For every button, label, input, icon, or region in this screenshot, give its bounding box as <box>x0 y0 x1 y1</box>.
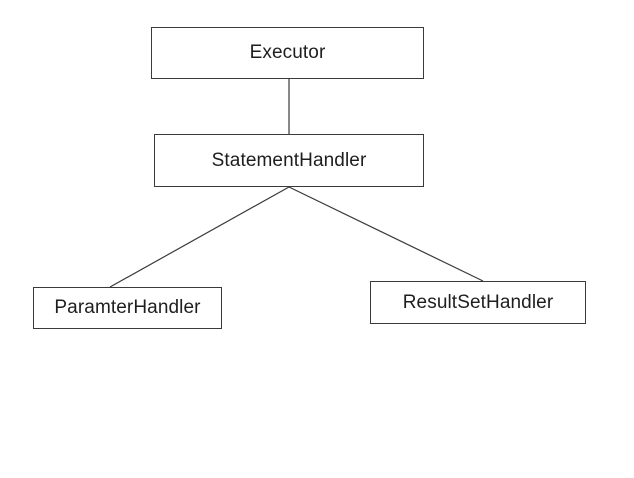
edge-statementhandler-paramterhandler <box>109 186 290 288</box>
edge-statementhandler-resultsethandler <box>288 186 484 282</box>
executor-label: Executor <box>249 42 326 63</box>
statement-handler-node: StatementHandler <box>154 134 424 187</box>
statement-handler-label: StatementHandler <box>211 149 367 171</box>
executor-node: Executor <box>151 27 424 79</box>
parameter-handler-label: ParamterHandler <box>54 297 201 318</box>
parameter-handler-node: ParamterHandler <box>33 287 222 329</box>
resultset-handler-node: ResultSetHandler <box>370 281 586 324</box>
resultset-handler-label: ResultSetHandler <box>402 291 554 313</box>
